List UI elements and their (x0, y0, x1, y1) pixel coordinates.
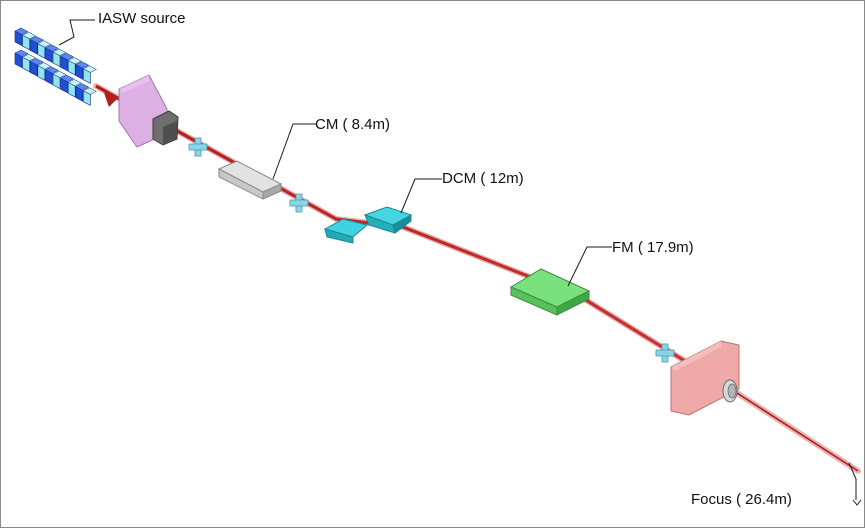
undulator-segment-top (37, 40, 52, 48)
focus-label: Focus ( 26.4m) (691, 491, 792, 508)
undulator-segment-top (22, 31, 37, 40)
undulator-segment-top (52, 70, 67, 78)
source-leader (58, 19, 95, 46)
undulator-row-lower (14, 49, 97, 106)
x-ray-beam (93, 83, 861, 474)
source-label: IASW source (98, 10, 186, 27)
undulator-segment-top (75, 83, 90, 91)
cm-leader (272, 123, 316, 180)
undulator-segment-top (22, 53, 37, 62)
collimating-mirror (217, 160, 283, 200)
beam-monitor-1 (188, 137, 208, 157)
undulator-segment-top (67, 57, 82, 65)
leader-lines (58, 19, 862, 506)
undulator-source (14, 27, 97, 106)
undulator-segment-top (29, 58, 44, 66)
dcm-leader (400, 178, 442, 214)
dcm-label: DCM ( 12m) (442, 170, 524, 187)
fm-label: FM ( 17.9m) (612, 239, 694, 256)
undulator-segment-top (29, 36, 44, 44)
undulator-segment-top (52, 48, 67, 56)
undulator-segment-top (60, 74, 75, 83)
undulator-segment-top (67, 79, 82, 87)
focus-leader-tick (852, 499, 862, 506)
undulator-segment-top (82, 87, 97, 95)
undulator-segment-top (14, 27, 29, 35)
beam-direction-arrow (104, 93, 119, 107)
undulator-segment-top (44, 66, 59, 74)
undulator-segment-top (14, 49, 29, 57)
undulator-segment-top (75, 61, 90, 69)
undulator-row-upper (14, 27, 97, 84)
cm-label: CM ( 8.4m) (315, 116, 390, 133)
entrance-slit (118, 74, 179, 148)
end-station (670, 340, 740, 416)
undulator-segment-top (60, 52, 75, 61)
focusing-mirror (509, 268, 591, 316)
beam-monitor-2 (289, 193, 309, 213)
beam-monitor-3 (655, 343, 675, 363)
focus-leader (848, 462, 857, 500)
undulator-segment-top (44, 44, 59, 52)
fm-leader (567, 246, 612, 287)
undulator-segment-top (37, 62, 52, 70)
double-crystal-monochromator (323, 206, 413, 244)
undulator-segment-top (82, 65, 97, 73)
